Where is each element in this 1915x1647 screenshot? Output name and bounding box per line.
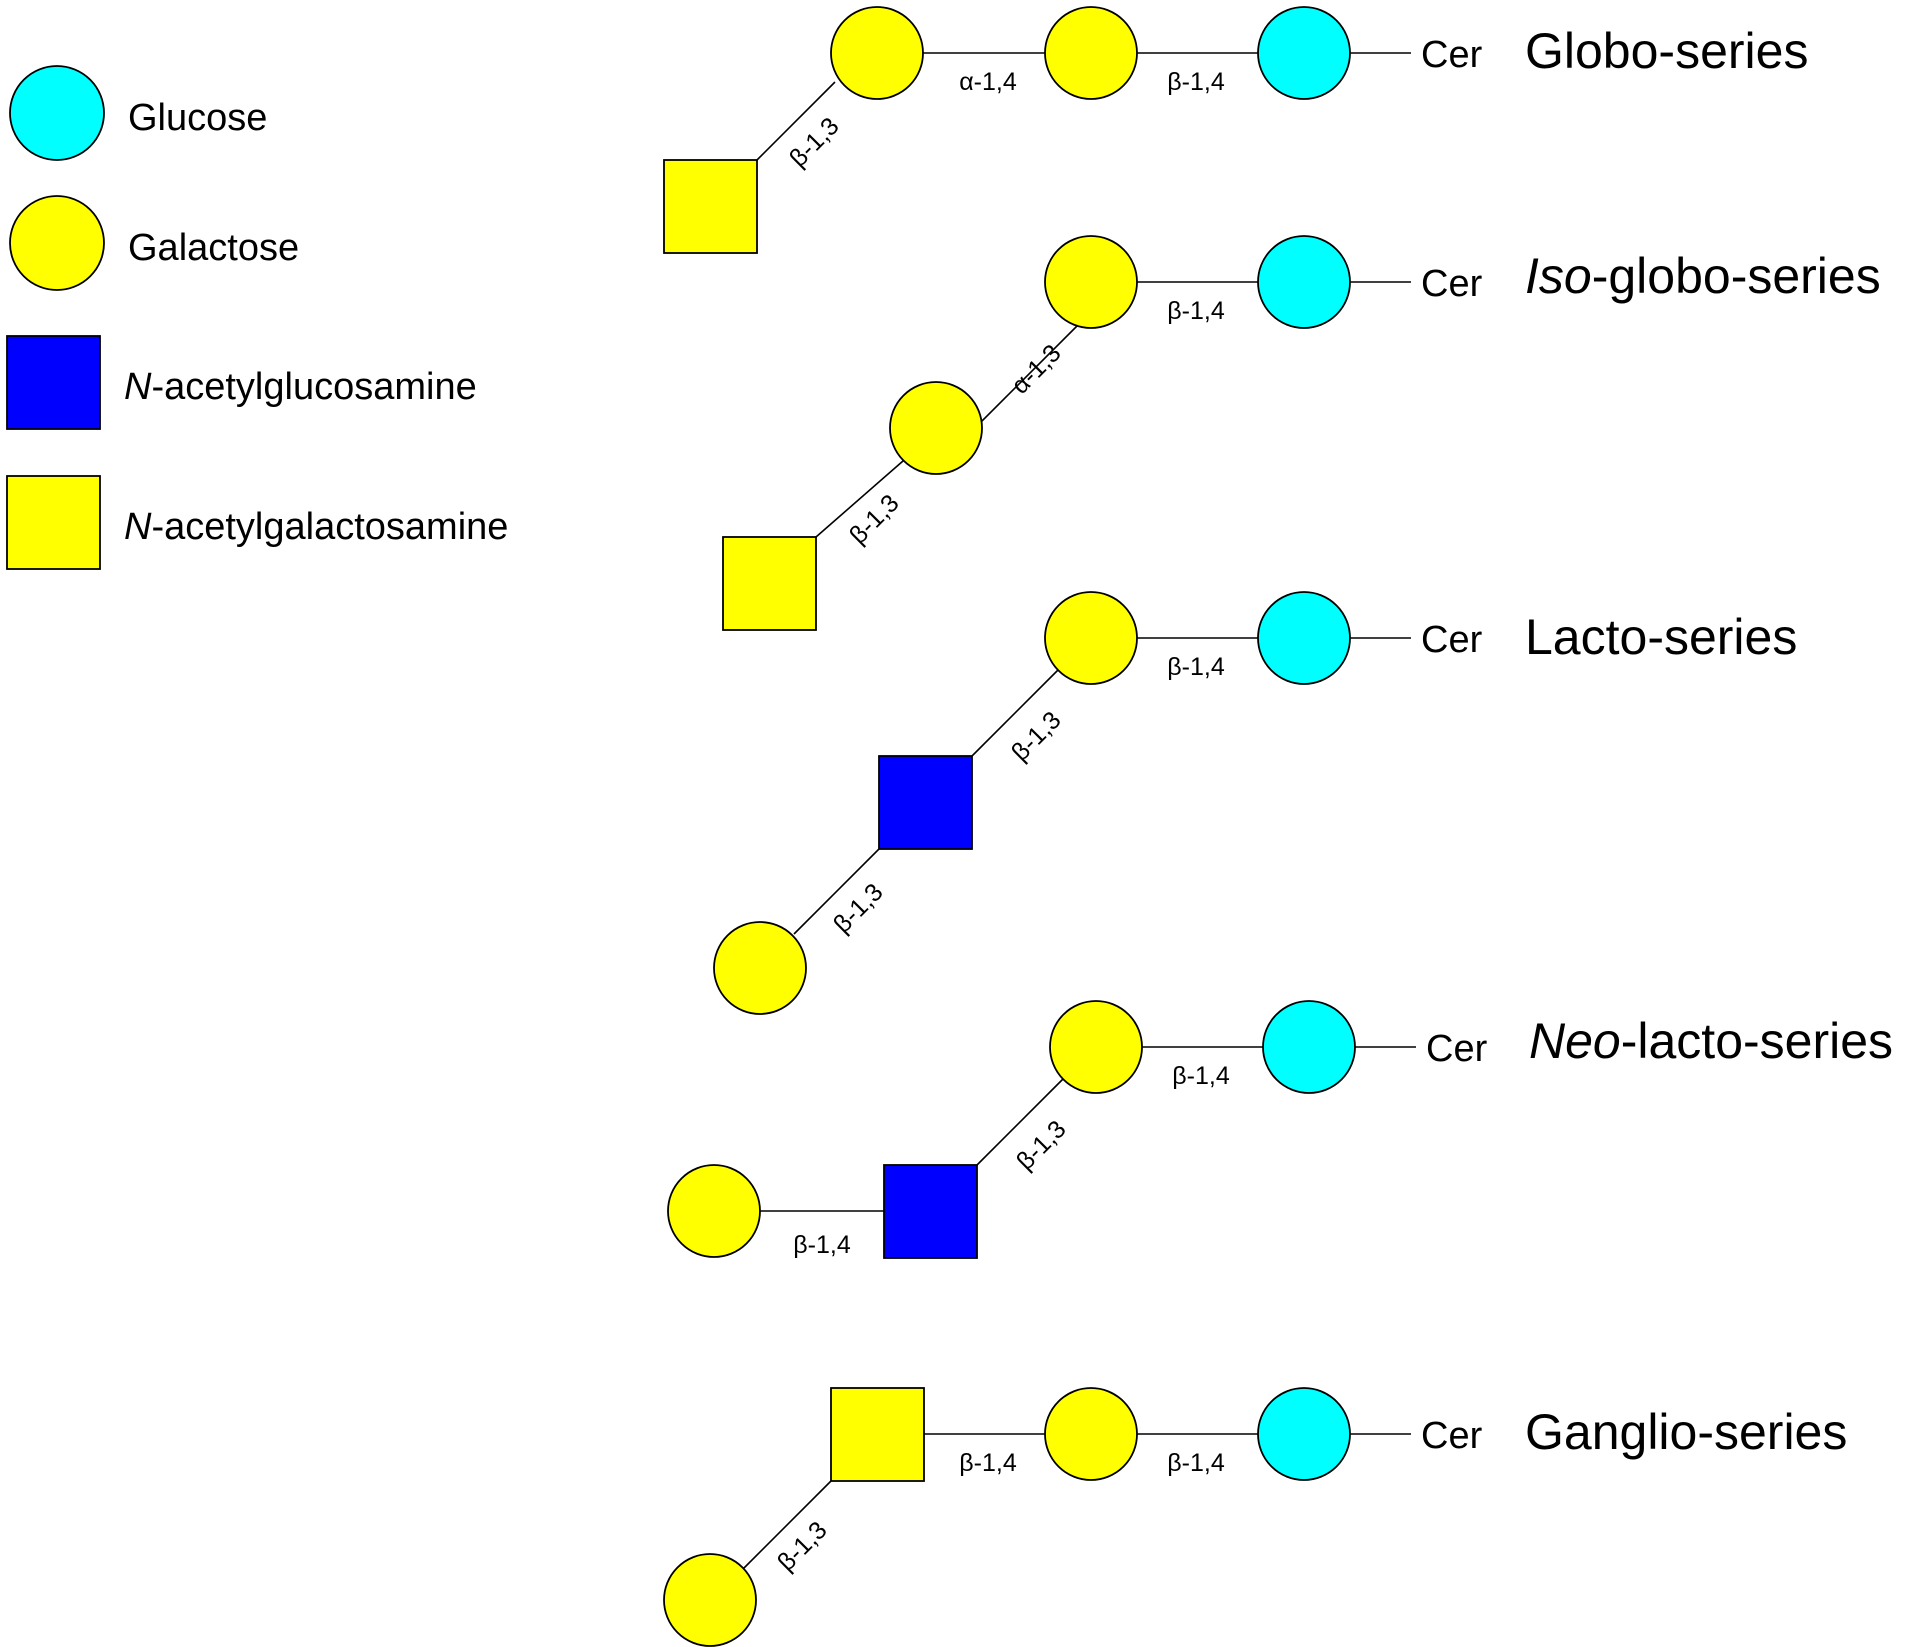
structure-ganglio-series: β-1,4 β-1,4 β-1,3 Cer Ganglio-series [663,1387,1847,1647]
ceramide-label: Cer [1421,34,1483,76]
structure-neo-lacto-series: β-1,4 β-1,3 β-1,4 Cer Neo-lacto-series [667,1000,1893,1259]
linkage-label: β-1,4 [793,1231,851,1259]
legend: Glucose Galactose N-acetylglucosamine N-… [6,65,508,570]
linkage-label: β-1,4 [1167,68,1225,96]
series-name: Lacto-series [1525,609,1797,665]
structure-lacto-series: β-1,4 β-1,3 β-1,3 Cer Lacto-series [713,591,1797,1015]
galactose-residue [713,921,807,1015]
series-name: Ganglio-series [1525,1404,1847,1460]
legend-label: N-acetylglucosamine [124,366,477,408]
linkage-label: β-1,3 [772,1516,832,1576]
linkage-label: α-1,3 [1006,339,1066,399]
linkage-label: β-1,4 [1172,1062,1230,1090]
linkage-label: β-1,4 [1167,1449,1225,1477]
glucose-circle-icon [9,65,105,161]
glucose-residue [1257,235,1351,329]
galactose-residue [1044,1387,1138,1481]
legend-label: Glucose [128,97,267,139]
ceramide-label: Cer [1421,619,1483,661]
galactose-residue [663,1553,757,1647]
linkage-label: β-1,3 [828,878,888,938]
linkage-label: β-1,4 [959,1449,1017,1477]
linkage-label: β-1,4 [1167,297,1225,325]
ceramide-label: Cer [1426,1028,1488,1070]
glucose-residue [1257,6,1351,100]
legend-label: N-acetylgalactosamine [124,506,508,548]
legend-item-galnac: N-acetylgalactosamine [6,475,508,570]
galactose-residue [1044,6,1138,100]
galnac-residue [830,1387,925,1482]
galactose-residue [830,6,924,100]
galactose-circle-icon [9,195,105,291]
linkage-label: β-1,4 [1167,653,1225,681]
galactose-residue [889,381,983,475]
glcnac-residue [878,755,973,850]
linkage-label: β-1,3 [1011,1115,1071,1175]
galactose-residue [1049,1000,1143,1094]
series-name: Neo-lacto-series [1529,1013,1893,1069]
legend-item-glucose: Glucose [9,65,267,161]
galnac-residue [663,159,758,254]
linkage-label: β-1,3 [844,489,904,549]
galactose-residue [1044,235,1138,329]
glucose-residue [1262,1000,1356,1094]
galactose-residue [1044,591,1138,685]
glucose-residue [1257,1387,1351,1481]
glcnac-square-icon [6,335,101,430]
linkage-label: α-1,4 [959,68,1017,96]
galnac-square-icon [6,475,101,570]
structure-iso-globo-series: β-1,4 α-1,3 β-1,3 Cer Iso-globo-series [722,235,1881,631]
linkage-label: β-1,3 [784,112,844,172]
glucose-residue [1257,591,1351,685]
legend-item-galactose: Galactose [9,195,299,291]
legend-label: Galactose [128,227,299,269]
galnac-residue [722,536,817,631]
ceramide-label: Cer [1421,263,1483,305]
series-name: Iso-globo-series [1525,248,1881,304]
legend-item-glcnac: N-acetylglucosamine [6,335,477,430]
structure-globo-series: β-1,4 α-1,4 β-1,3 Cer Globo-series [663,6,1808,254]
glcnac-residue [883,1164,978,1259]
galactose-residue [667,1164,761,1258]
linkage-label: β-1,3 [1006,706,1066,766]
ceramide-label: Cer [1421,1415,1483,1457]
series-name: Globo-series [1525,23,1808,79]
